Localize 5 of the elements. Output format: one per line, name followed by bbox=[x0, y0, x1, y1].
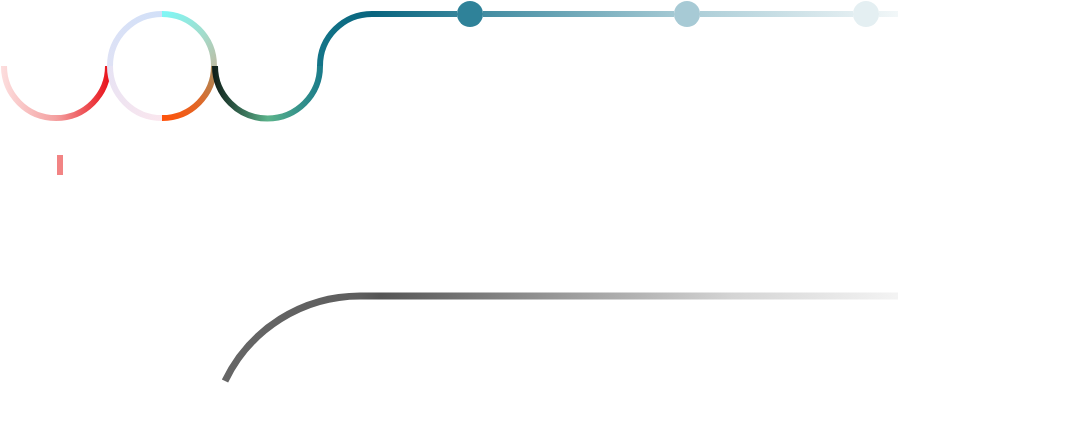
timeline-dot bbox=[457, 1, 483, 27]
connector-line bbox=[483, 11, 674, 17]
connector-line bbox=[700, 11, 853, 17]
timeline-dot bbox=[674, 1, 700, 27]
timeline-dot bbox=[853, 1, 879, 27]
